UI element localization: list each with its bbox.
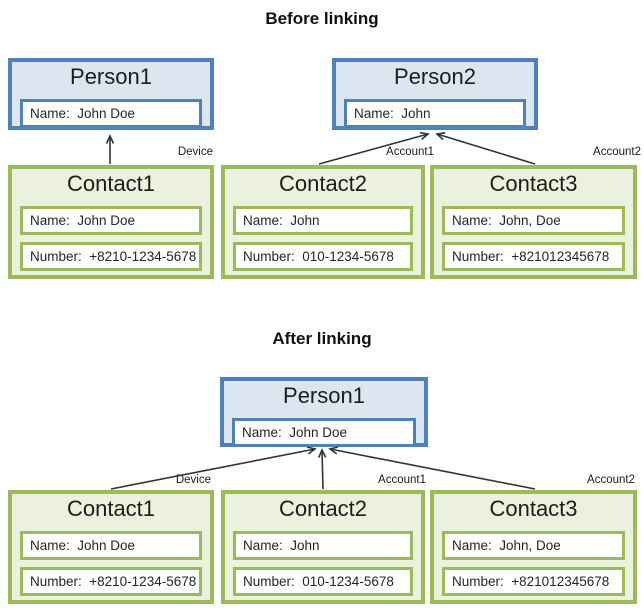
before-contact3-box: Contact3 Name: John, Doe Number: +821012… xyxy=(430,165,637,279)
before-contact2-number-field: Number: 010-1234-5678 xyxy=(233,242,413,271)
before-person1-title: Person1 xyxy=(70,64,152,89)
before-person2-title: Person2 xyxy=(394,64,476,89)
after-device-label: Device xyxy=(175,474,211,486)
before-contact3-name-field: Name: John, Doe xyxy=(442,206,625,235)
before-person1-name-field: Name: John Doe xyxy=(20,99,202,128)
after-contact2-number-field: Number: 010-1234-5678 xyxy=(233,567,413,596)
after-contact3-name-field: Name: John, Doe xyxy=(442,531,625,560)
before-linking-heading: Before linking xyxy=(265,9,379,28)
after-person1-name-field: Name: John Doe xyxy=(232,418,416,447)
after-contact3-title: Contact3 xyxy=(489,496,578,521)
before-person2-name-field: Name: John xyxy=(344,99,526,128)
before-contact3-title: Contact3 xyxy=(489,171,578,196)
before-person2-box: Person2 Name: John xyxy=(332,58,538,130)
before-contact2-name-field: Name: John xyxy=(233,206,413,235)
before-contact1-name-field: Name: John Doe xyxy=(20,206,202,235)
after-contact3-number-field: Number: +821012345678 xyxy=(442,567,625,596)
before-contact1-box: Contact1 Name: John Doe Number: +8210-12… xyxy=(8,165,214,279)
before-contact2-title: Contact2 xyxy=(278,171,368,196)
before-contact1-title: Contact1 xyxy=(66,171,156,196)
after-contact1-title: Contact1 xyxy=(66,496,156,521)
after-contact2-name-field: Name: John xyxy=(233,531,413,560)
before-account2-label: Account2 xyxy=(593,146,641,158)
before-person1-box: Person1 Name: John Doe xyxy=(8,58,214,130)
after-person1-title: Person1 xyxy=(283,383,365,408)
before-device-label: Device xyxy=(177,146,213,158)
before-contact2-box: Contact2 Name: John Number: 010-1234-567… xyxy=(221,165,425,279)
after-account2-label: Account2 xyxy=(587,474,635,486)
after-person1-box: Person1 Name: John Doe xyxy=(220,377,428,447)
after-contact1-number-field: Number: +8210-1234-5678 xyxy=(20,567,202,596)
before-account1-label: Account1 xyxy=(386,146,434,158)
after-contact3-box: Contact3 Name: John, Doe Number: +821012… xyxy=(430,490,637,604)
before-contact1-number-field: Number: +8210-1234-5678 xyxy=(20,242,202,271)
after-linking-heading: After linking xyxy=(272,329,372,348)
after-contact2-title: Contact2 xyxy=(278,496,368,521)
after-account1-label: Account1 xyxy=(378,474,426,486)
after-contact2-box: Contact2 Name: John Number: 010-1234-567… xyxy=(221,490,425,604)
after-contact1-name-field: Name: John Doe xyxy=(20,531,202,560)
before-contact3-number-field: Number: +821012345678 xyxy=(442,242,625,271)
after-contact1-box: Contact1 Name: John Doe Number: +8210-12… xyxy=(8,490,214,604)
